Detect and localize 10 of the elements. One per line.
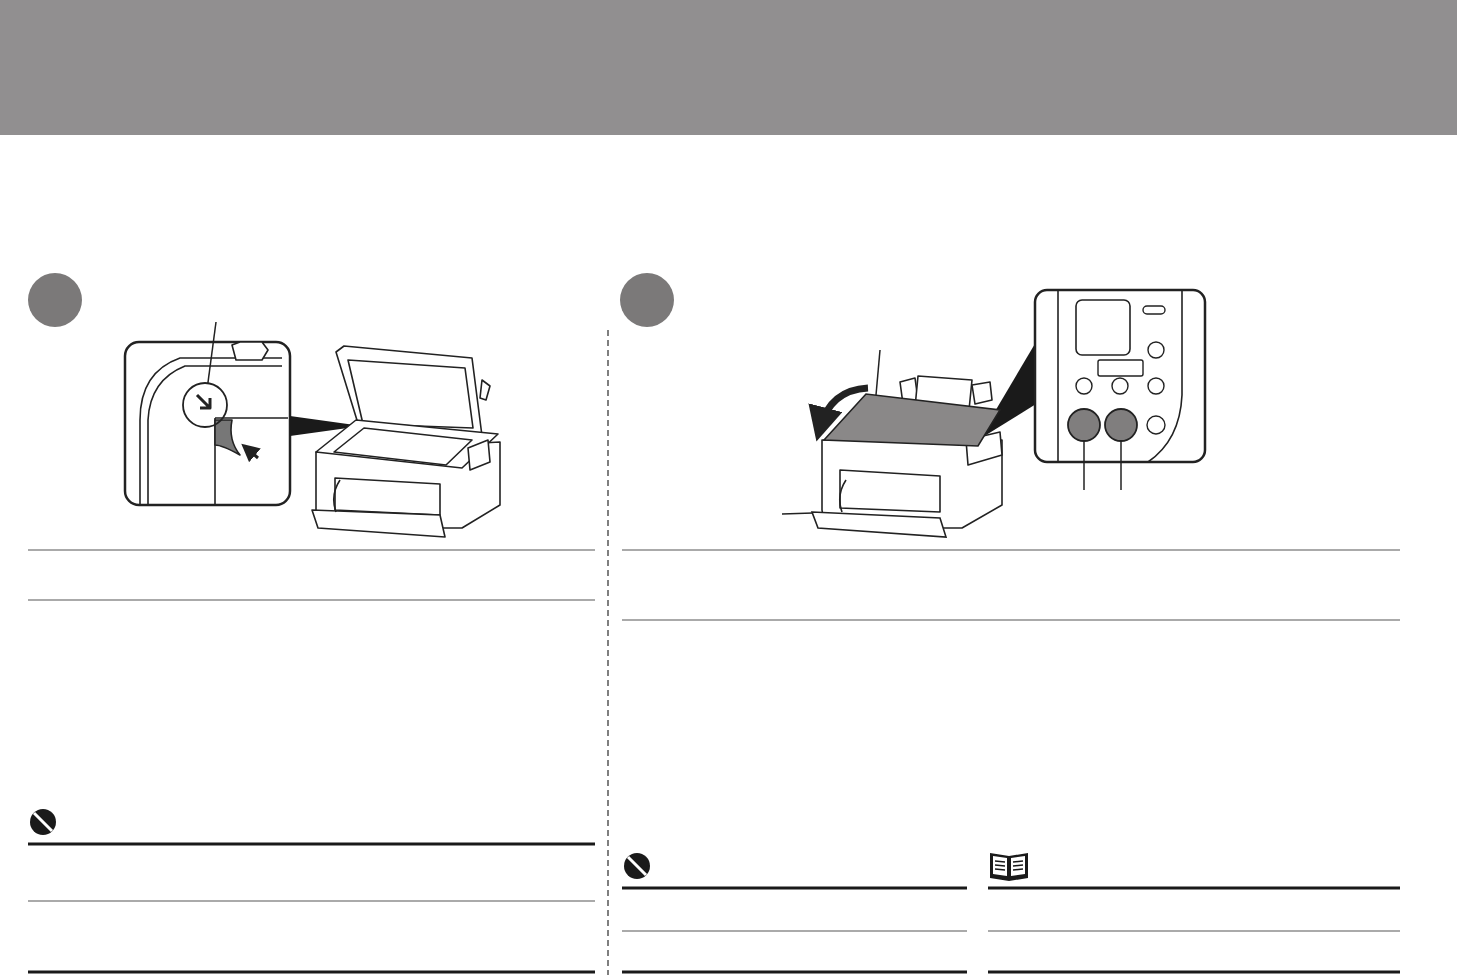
paper-output-tray xyxy=(810,511,948,538)
leader-line xyxy=(875,349,881,396)
leader-line xyxy=(781,512,814,515)
magnifier-ring xyxy=(182,382,228,428)
leader-line xyxy=(207,321,217,384)
leader-line xyxy=(1083,440,1085,491)
start-button xyxy=(1067,408,1101,442)
leader-line xyxy=(1120,440,1122,491)
document-cover xyxy=(822,393,1002,447)
start-button xyxy=(1104,408,1138,442)
